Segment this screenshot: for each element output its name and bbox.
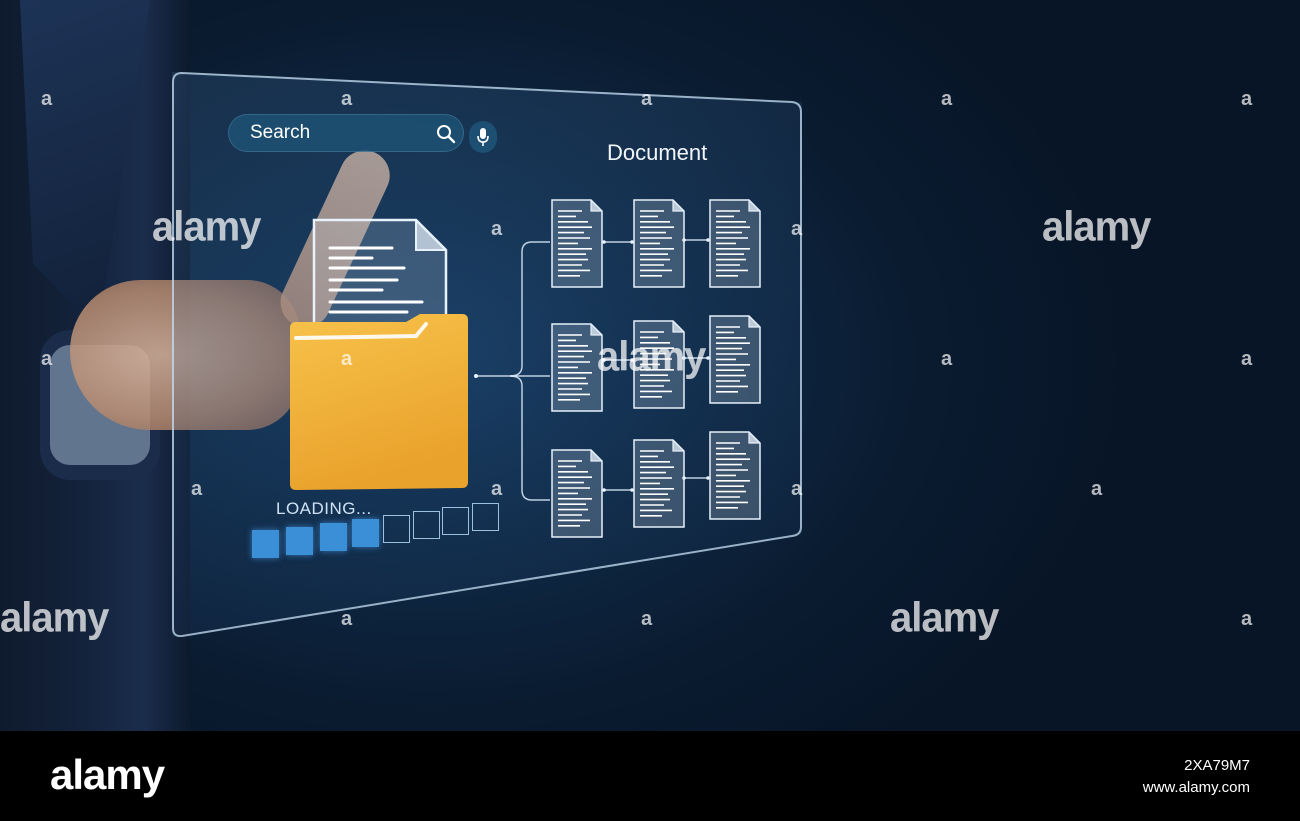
- search-icon[interactable]: [436, 124, 456, 144]
- watermark-letter: a: [1091, 478, 1103, 500]
- progress-cell: [472, 503, 499, 531]
- watermark: alamy: [597, 333, 706, 381]
- image-credit: 2XA79M7 www.alamy.com: [1143, 755, 1250, 799]
- watermark-letter: a: [341, 88, 353, 110]
- watermark-letter: a: [341, 608, 353, 630]
- microphone-button[interactable]: [469, 121, 497, 153]
- watermark-letter: a: [1241, 348, 1253, 370]
- progress-cell: [413, 511, 440, 539]
- document-icon: [709, 199, 761, 288]
- document-icon: [633, 320, 685, 409]
- folder-icon: [290, 314, 468, 490]
- document-icon: [633, 439, 685, 528]
- watermark-letter: a: [1241, 608, 1253, 630]
- loading-label: LOADING...: [276, 499, 372, 518]
- watermark-letter: a: [191, 478, 203, 500]
- watermark: alamy: [0, 594, 109, 642]
- document-heading: Document: [607, 140, 708, 165]
- site-url: www.alamy.com: [1142, 779, 1250, 796]
- watermark-letter: a: [641, 608, 653, 630]
- search-bar[interactable]: Search: [228, 114, 464, 152]
- watermark-letter: a: [1241, 88, 1253, 110]
- image-id: 2XA79M7: [1184, 757, 1250, 774]
- watermark-letter: a: [941, 88, 953, 110]
- document-icon: [633, 199, 685, 288]
- watermark-letter: a: [41, 88, 53, 110]
- watermark-letter: a: [41, 348, 53, 370]
- document-icon: [551, 449, 603, 538]
- watermark: alamy: [1042, 203, 1151, 251]
- progress-cell: [320, 523, 347, 551]
- watermark-letter: a: [641, 88, 653, 110]
- document-icon: [709, 315, 761, 404]
- watermark-letter: a: [341, 348, 353, 370]
- watermark-letter: a: [491, 478, 503, 500]
- watermark-letter: a: [791, 218, 803, 240]
- progress-cell: [383, 515, 410, 543]
- watermark-letter: a: [791, 478, 803, 500]
- photo-scene: Search Document: [0, 0, 1300, 731]
- watermark: alamy: [890, 594, 999, 642]
- progress-cell: [252, 530, 279, 558]
- progress-cell: [352, 519, 379, 547]
- alamy-logo: alamy: [50, 751, 165, 798]
- document-icon: [709, 431, 761, 520]
- microphone-icon: [477, 128, 489, 146]
- search-label: Search: [250, 122, 311, 143]
- progress-bar: [252, 500, 502, 570]
- document-icon: [312, 218, 448, 348]
- footer-bar: alamy 2XA79M7 www.alamy.com: [0, 731, 1300, 821]
- document-icon: [551, 199, 603, 288]
- progress-cell: [286, 527, 313, 555]
- watermark-letter: a: [941, 348, 953, 370]
- watermark-letter: a: [491, 218, 503, 240]
- progress-cell: [442, 507, 469, 535]
- document-icon: [551, 323, 603, 412]
- watermark: alamy: [152, 203, 261, 251]
